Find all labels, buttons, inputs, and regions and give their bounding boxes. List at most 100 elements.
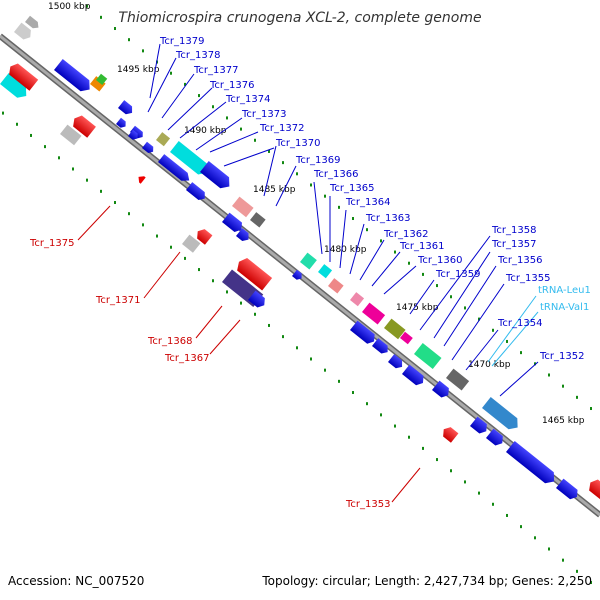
gene-box: [318, 264, 333, 279]
gene-arrow: [443, 427, 459, 443]
gene-label: Tcr_1374: [225, 94, 270, 105]
gene-label: Tcr_1379: [159, 36, 204, 47]
gene-arrow: [9, 63, 39, 91]
lower-lane-genes: [116, 117, 578, 500]
tick-mark: [170, 71, 172, 75]
tick-mark: [86, 4, 88, 8]
kbp-label: 1480 kbp: [324, 245, 367, 255]
gene-label: Tcr_1372: [259, 123, 304, 134]
tick-mark: [324, 194, 326, 198]
gene-arrow: [292, 269, 302, 280]
gene-arrow: [14, 22, 31, 40]
gene-arrow: [486, 428, 503, 446]
gene-label: Tcr_1366: [313, 169, 358, 180]
tick-mark: [282, 335, 284, 339]
gene-label: Tcr_1378: [175, 50, 220, 61]
gene-arrow: [170, 141, 208, 175]
tick-mark: [436, 284, 438, 288]
tick-mark: [268, 323, 270, 327]
gene-box: [96, 73, 108, 85]
tick-mark: [450, 469, 452, 473]
gene-box: [446, 368, 470, 391]
tick-mark: [114, 201, 116, 205]
gene-label: Tcr_1365: [329, 183, 374, 194]
gene-arrow: [186, 182, 205, 200]
forward-genes: [0, 15, 518, 430]
kbp-label: 1500 kbp: [48, 2, 91, 12]
gene-arrow: [372, 338, 388, 354]
gene-arrow: [222, 212, 242, 232]
tick-mark: [296, 346, 298, 350]
gene-arrow: [0, 73, 27, 98]
gene-arrow: [556, 478, 578, 500]
gene-arrow: [25, 15, 39, 29]
gene-label: Tcr_1368: [147, 336, 192, 347]
tick-mark: [562, 384, 564, 388]
tick-mark: [352, 217, 354, 221]
tick-mark: [240, 301, 242, 305]
tick-mark: [408, 261, 410, 265]
gene-arrow: [116, 117, 126, 128]
gene-arrow: [388, 354, 403, 369]
tick-mark: [478, 491, 480, 495]
tick-mark: [464, 306, 466, 310]
tick-mark: [240, 127, 242, 131]
gene-arrow: [73, 115, 96, 138]
tick-mark: [212, 105, 214, 109]
gene-arrow: [128, 129, 138, 140]
kbp-label: 1465 kbp: [542, 416, 585, 426]
tick-mark: [2, 111, 4, 115]
rna-labels: tRNA-Leu1 tRNA-Val1: [538, 285, 591, 313]
kbp-label: 1475 kbp: [396, 303, 439, 313]
gene-label: Tcr_1357: [491, 239, 536, 250]
tick-mark: [282, 161, 284, 165]
gene-label: Tcr_1358: [491, 225, 536, 236]
tick-mark: [506, 513, 508, 517]
gene-arrow: [470, 416, 487, 434]
gene-box: [400, 331, 413, 345]
gene-box: [362, 302, 386, 325]
gene-label: Tcr_1375: [29, 238, 74, 249]
tick-mark: [534, 536, 536, 540]
gene-arrow: [54, 59, 90, 92]
tick-mark: [338, 379, 340, 383]
tick-mark: [366, 228, 368, 232]
tick-mark: [436, 458, 438, 462]
kbp-label: 1495 kbp: [117, 65, 160, 75]
gene-label: Tcr_1367: [164, 353, 209, 364]
gene-arrow: [200, 161, 230, 189]
gene-label: Tcr_1371: [95, 295, 140, 306]
gene-label: Tcr_1376: [209, 80, 254, 91]
tick-mark: [170, 245, 172, 249]
tick-mark: [156, 234, 158, 238]
tick-mark: [324, 368, 326, 372]
tick-mark: [394, 424, 396, 428]
tick-mark: [478, 317, 480, 321]
tick-mark: [254, 138, 256, 142]
gene-arrow: [158, 154, 190, 181]
gene-arrow: [432, 380, 449, 398]
tick-mark: [450, 295, 452, 299]
red-leader-lines: [77, 205, 421, 503]
tick-mark: [590, 407, 592, 411]
gene-label: Tcr_1360: [417, 255, 462, 266]
tick-mark: [226, 116, 228, 120]
tick-mark: [520, 525, 522, 529]
tick-mark: [576, 569, 578, 573]
gene-label: Tcr_1359: [435, 269, 480, 280]
kbp-label: 1490 kbp: [184, 126, 227, 136]
kbp-label: 1470 kbp: [468, 360, 511, 370]
gene-arrow: [197, 229, 213, 245]
gene-box: [182, 234, 201, 253]
tick-mark: [128, 212, 130, 216]
tick-mark: [562, 558, 564, 562]
gene-label: Tcr_1373: [241, 109, 286, 120]
tick-mark: [72, 167, 74, 171]
tick-mark: [296, 172, 298, 176]
tick-mark: [58, 156, 60, 160]
tick-mark: [310, 183, 312, 187]
tick-mark: [380, 239, 382, 243]
gene-arrow: [130, 125, 143, 139]
tick-mark: [590, 581, 592, 585]
